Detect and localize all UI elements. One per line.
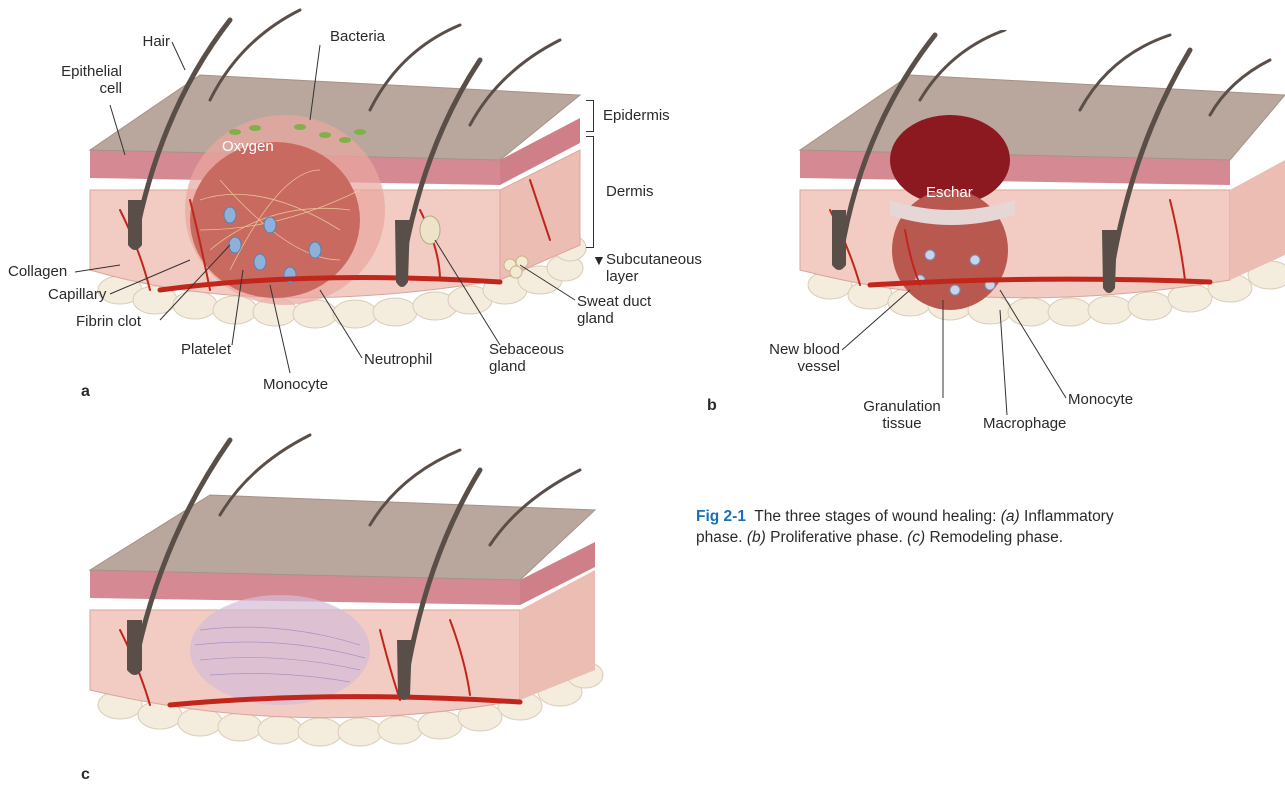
leader-lines-a	[0, 0, 700, 400]
panel-letter-c: c	[81, 766, 90, 784]
caption-c-tag: (c)	[907, 529, 925, 546]
caption-a-tag: (a)	[1001, 508, 1020, 525]
caption-a-text-2: phase.	[696, 529, 743, 546]
skin-surface-c	[90, 495, 595, 580]
panel-c-illustration	[80, 430, 640, 775]
scar-tissue	[190, 595, 370, 705]
caption-b-text: Proliferative phase.	[770, 529, 903, 546]
hair-follicle-c2	[397, 640, 412, 700]
caption-figure-number: Fig 2-1	[696, 508, 746, 525]
caption-a-text: Inflammatory	[1024, 508, 1114, 525]
label-eschar: Eschar	[926, 184, 973, 201]
caption-c-text: Remodeling phase.	[930, 529, 1064, 546]
leader-lines-b	[700, 250, 1150, 420]
caption-intro: The three stages of wound healing:	[754, 508, 996, 525]
caption-b-tag: (b)	[747, 529, 766, 546]
hair-follicle-c1	[127, 620, 142, 675]
figure-caption: Fig 2-1 The three stages of wound healin…	[696, 506, 1285, 548]
